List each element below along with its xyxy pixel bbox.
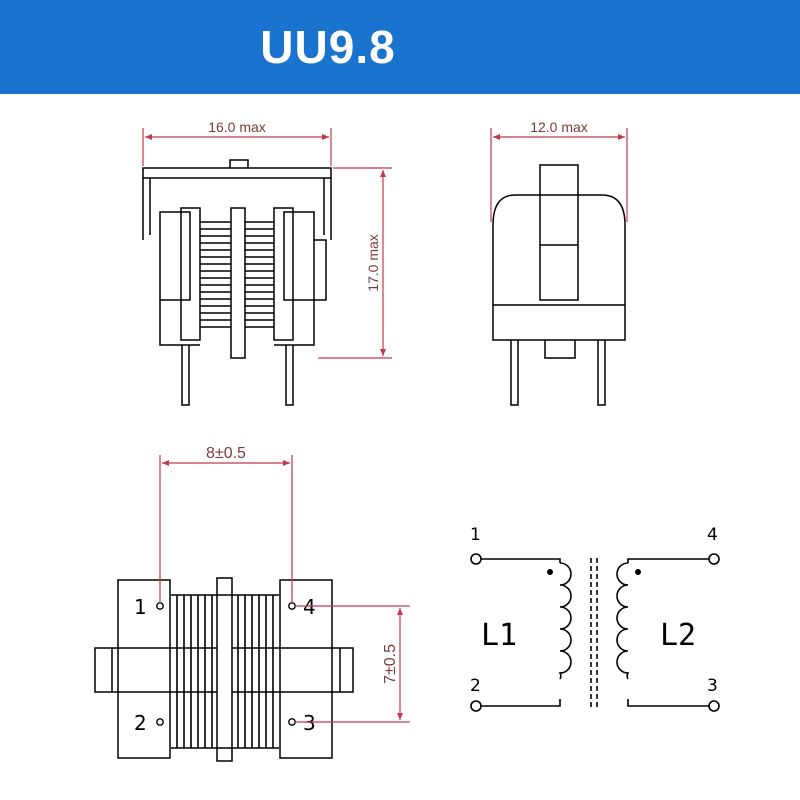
coil-l1-label: L1 bbox=[481, 618, 517, 653]
side-width-label: 12.0 max bbox=[530, 119, 588, 135]
row-label: 7±0.5 bbox=[382, 644, 399, 684]
product-title: UU9.8 bbox=[260, 21, 396, 73]
side-width-dimension bbox=[490, 128, 628, 222]
side-view bbox=[492, 164, 626, 406]
schematic-pin-4-label: 4 bbox=[707, 525, 718, 545]
bottom-pin-2-label: 2 bbox=[134, 711, 147, 735]
pitch-dimension bbox=[159, 455, 293, 603]
bottom-pin-holes bbox=[156, 602, 296, 726]
schematic-pin-2-label: 2 bbox=[470, 676, 481, 696]
row-dimension bbox=[295, 605, 410, 723]
polarity-dots bbox=[547, 569, 641, 575]
schematic-pin-1-label: 1 bbox=[470, 525, 481, 545]
front-height-label: 17.0 max bbox=[365, 234, 381, 292]
front-height-dimension bbox=[318, 167, 392, 359]
front-view bbox=[142, 159, 332, 406]
bottom-view bbox=[94, 577, 354, 762]
pitch-label: 8±0.5 bbox=[206, 445, 246, 462]
front-coil-windings bbox=[200, 221, 274, 328]
coil-l2-label: L2 bbox=[660, 618, 696, 653]
bottom-pin-4-label: 4 bbox=[303, 595, 316, 619]
title-banner: UU9.8 bbox=[0, 0, 800, 94]
front-width-label: 16.0 max bbox=[208, 119, 266, 135]
front-width-dimension bbox=[142, 128, 332, 166]
bottom-pin-3-label: 3 bbox=[303, 711, 316, 735]
schematic-pin-3-label: 3 bbox=[707, 676, 718, 696]
bottom-coil-windings bbox=[171, 594, 279, 749]
schematic-terminals bbox=[470, 553, 720, 712]
bottom-pin-1-label: 1 bbox=[134, 595, 147, 619]
schematic bbox=[481, 558, 709, 708]
